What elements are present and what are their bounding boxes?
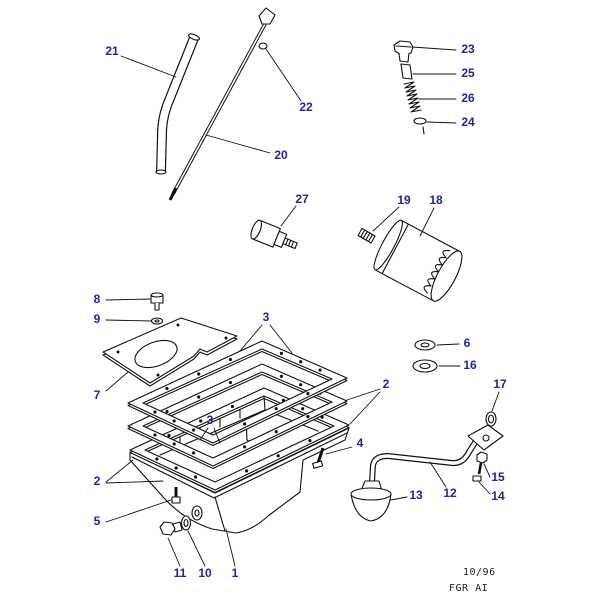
callout-9: 9 [94,312,101,326]
callout-3-middle: 3 [207,413,214,427]
callout-24: 24 [461,115,475,129]
leader-15 [483,463,491,478]
callout-16: 16 [463,358,477,372]
drain-boss [191,505,203,521]
callout-10: 10 [198,566,212,580]
callout-19: 19 [397,193,411,207]
leader-20 [205,134,271,154]
relief-valve-plunger [400,63,413,80]
leader-12 [429,461,447,488]
dipstick-o-ring [258,42,268,50]
leader-24 [426,121,457,124]
leader-14 [478,481,491,495]
dipstick-tube [155,33,201,175]
pressure-switch [250,219,298,250]
leader-8 [105,298,151,301]
strainer [350,480,392,522]
leader-23 [411,46,457,51]
leader-22 [265,48,302,102]
leader-5 [105,499,172,523]
drain-washer [180,515,192,531]
callout-5: 5 [94,514,101,528]
leader-7 [105,371,129,392]
callout-22: 22 [299,100,313,114]
callout-26: 26 [461,91,475,105]
callout-2-left: 2 [94,474,101,488]
callout-25: 25 [461,66,475,80]
callout-13: 13 [409,488,423,502]
pickup-bolt-14 [472,475,482,482]
leader-4 [325,446,353,455]
callout-1: 1 [232,566,239,580]
oil-pan [129,427,350,534]
callout-7: 7 [94,388,101,402]
filter-stud [357,227,376,244]
callout-4: 4 [357,436,364,450]
washer-16 [412,359,438,373]
callouts: 21 22 20 23 25 26 24 27 19 18 8 9 7 3 2 … [94,42,507,580]
relief-valve-cap [393,40,414,63]
pickup-bolt-15 [476,451,488,475]
leader-19 [372,206,400,232]
baffle-washer [150,317,164,325]
callout-8: 8 [94,292,101,306]
callout-18: 18 [429,193,443,207]
callout-6: 6 [464,336,471,350]
leader-17 [491,391,500,412]
leader-2-right [346,388,381,425]
callout-15: 15 [491,470,505,484]
callout-23: 23 [461,42,475,56]
baffle-bolt [150,292,164,311]
drawing-code: FGR AI [449,583,488,594]
drain-plug [159,521,183,536]
leader-11 [167,537,181,567]
callout-11: 11 [174,566,187,580]
callout-14: 14 [491,489,505,503]
revision-date: 10/96 [463,567,496,578]
leader-21 [120,55,177,78]
callout-17: 17 [493,377,507,391]
callout-3-top: 3 [263,310,270,324]
sump-bolt [312,447,325,469]
callout-21: 21 [105,44,119,58]
leader-18 [419,207,435,237]
oil-filter [373,219,463,302]
washer-6 [414,339,436,351]
leader-10 [187,530,206,567]
leader-lines [105,46,500,567]
leader-13 [390,496,408,501]
leader-3-middle [199,427,221,444]
leader-2-left [105,459,164,484]
leader-9 [105,319,152,322]
pickup-o-ring [485,411,497,427]
callout-20: 20 [274,148,288,162]
callout-12: 12 [443,486,457,500]
leader-6 [436,343,460,346]
leader-3-top [239,324,293,354]
baffle-plate [102,317,238,387]
relief-valve-spring [403,81,422,113]
relief-valve-washer [413,117,427,135]
callout-27: 27 [295,192,309,206]
leader-1 [225,528,236,567]
leader-27 [280,205,297,227]
callout-2-right: 2 [383,377,390,391]
pickup-pipe [369,424,504,483]
dipstick [168,7,276,201]
drain-bolt [171,487,181,504]
